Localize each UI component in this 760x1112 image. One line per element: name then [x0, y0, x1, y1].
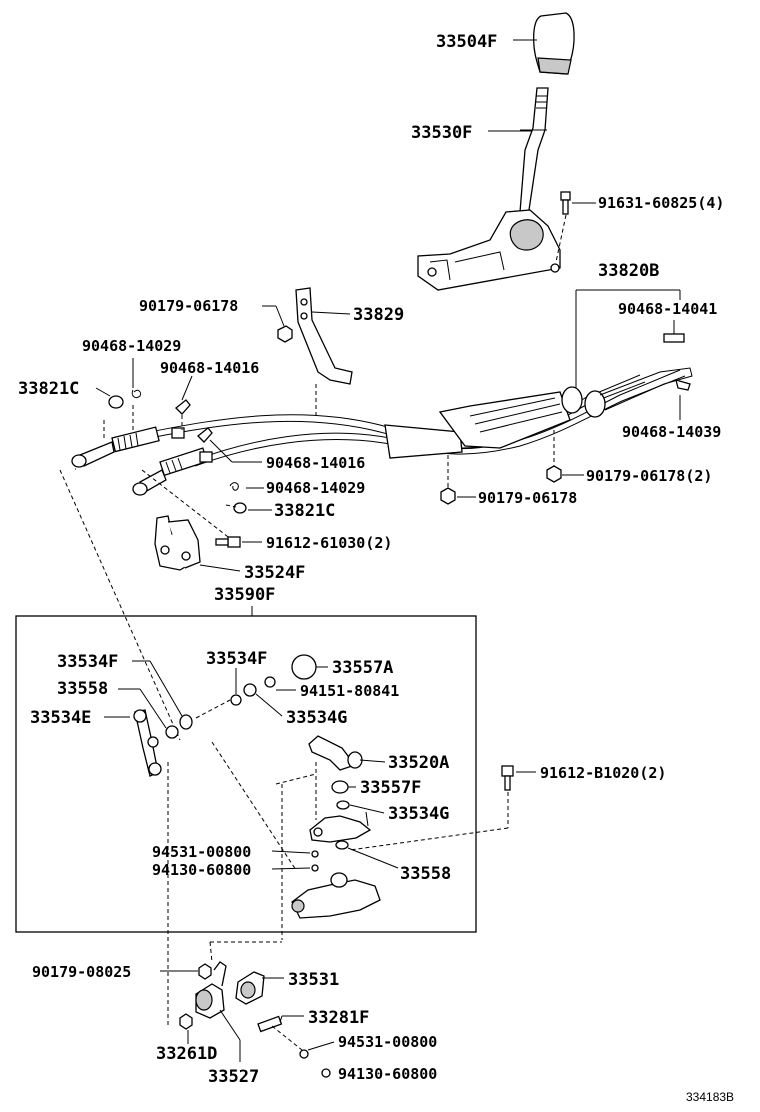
bushing-33558-2-drawing: [335, 840, 349, 850]
label-33829: 33829: [353, 305, 404, 325]
label-33820b: 33820B: [598, 261, 659, 281]
label-33281f: 33281F: [308, 1008, 369, 1028]
label-33531: 33531: [288, 970, 339, 990]
label-90179-06178-center: 90179-06178: [478, 489, 577, 507]
shift-knob-drawing: [533, 12, 575, 75]
label-33558-1: 33558: [57, 679, 108, 699]
label-90468-14016-left: 90468-14016: [160, 359, 259, 377]
label-90468-14041: 90468-14041: [618, 300, 717, 318]
washer-94531-drawing: [311, 850, 319, 858]
label-90468-14016-mid: 90468-14016: [266, 454, 365, 472]
retainer-33531-drawing: [235, 971, 265, 1005]
label-33557a: 33557A: [332, 658, 393, 678]
nut-right-drawing: [546, 465, 562, 483]
clip-14029-left-drawing: [131, 389, 141, 399]
label-33821c-left: 33821C: [18, 379, 79, 399]
lever-33534e-drawing: [133, 709, 162, 777]
sub-lever-33520a-drawing: [308, 735, 386, 771]
nut-94130-2-drawing: [321, 1068, 331, 1078]
nut-94151-drawing: [264, 676, 276, 688]
label-33534f-2: 33534F: [206, 649, 267, 669]
washer-33821c-mid-drawing: [233, 502, 247, 514]
lower-lever-drawing: [291, 872, 381, 919]
label-94151-80841: 94151-80841: [300, 682, 399, 700]
label-33527: 33527: [208, 1067, 259, 1087]
shift-lever-housing-drawing: [417, 209, 561, 291]
bushing-33534f-2-drawing: [230, 694, 242, 706]
label-33524f: 33524F: [244, 563, 305, 583]
label-91612-61030: 91612-61030(2): [266, 534, 392, 552]
label-90179-06178-right: 90179-06178(2): [586, 467, 712, 485]
bracket-33524f-drawing: [154, 515, 201, 571]
label-33534f-1: 33534F: [57, 652, 118, 672]
bushing-33534g-1-drawing: [243, 683, 257, 697]
clip-14016-mid-drawing: [197, 427, 213, 443]
label-33534e: 33534E: [30, 708, 91, 728]
label-33534g-1: 33534G: [286, 708, 347, 728]
label-33520a: 33520A: [388, 753, 449, 773]
bolt-61030-drawing: [215, 536, 241, 548]
nut-08025-drawing: [198, 963, 212, 980]
label-94531-00800: 94531-00800: [152, 843, 251, 861]
bolt-b1020-drawing: [501, 765, 514, 791]
bushing-33558-drawing: [165, 725, 179, 739]
label-91612-b1020: 91612-B1020(2): [540, 764, 666, 782]
cable-assembly-drawing: [71, 333, 693, 496]
shift-lever-drawing: [519, 87, 549, 213]
label-33534g-2: 33534G: [388, 804, 449, 824]
cap-33557a-drawing: [291, 654, 317, 680]
label-94130-60800: 94130-60800: [152, 861, 251, 879]
washer-33821c-left-drawing: [108, 395, 124, 409]
housing-33527-drawing: [195, 961, 227, 1019]
label-91631-60825: 91631-60825(4): [598, 194, 724, 212]
clip-14029-mid-drawing: [229, 482, 239, 491]
label-90179-06178-bracket: 90179-06178: [139, 297, 238, 315]
label-33261d: 33261D: [156, 1044, 217, 1064]
bushing-33534f-1-drawing: [179, 714, 193, 730]
pin-33281f-drawing: [257, 1015, 283, 1033]
label-94531-00800-2: 94531-00800: [338, 1033, 437, 1051]
label-94130-60800-2: 94130-60800: [338, 1065, 437, 1083]
shift-assembly-box: [15, 615, 477, 933]
diagram-reference-number: 334183B: [686, 1090, 734, 1104]
label-90468-14029-left: 90468-14029: [82, 337, 181, 355]
label-33557f: 33557F: [360, 778, 421, 798]
washer-94531-2-drawing: [299, 1049, 309, 1059]
label-90468-14039: 90468-14039: [622, 423, 721, 441]
cap-33557f-drawing: [331, 780, 349, 794]
plate-drawing: [309, 811, 372, 843]
nut-bracket-drawing: [277, 325, 293, 343]
label-33558-2: 33558: [400, 864, 451, 884]
label-33590f: 33590F: [214, 585, 275, 605]
clip-14016-left-drawing: [175, 399, 191, 415]
label-33530f: 33530F: [411, 123, 472, 143]
bracket-33829-drawing: [295, 287, 353, 385]
label-90468-14029-mid: 90468-14029: [266, 479, 365, 497]
nut-94130-drawing: [311, 864, 319, 872]
bolt-91631-drawing: [560, 191, 571, 215]
bushing-33534g-2-drawing: [336, 800, 350, 810]
nut-center-drawing: [440, 487, 456, 505]
label-33821c-mid: 33821C: [274, 501, 335, 521]
label-33504f: 33504F: [436, 32, 497, 52]
label-90179-08025: 90179-08025: [32, 963, 131, 981]
bushing-33261d-drawing: [179, 1013, 193, 1030]
